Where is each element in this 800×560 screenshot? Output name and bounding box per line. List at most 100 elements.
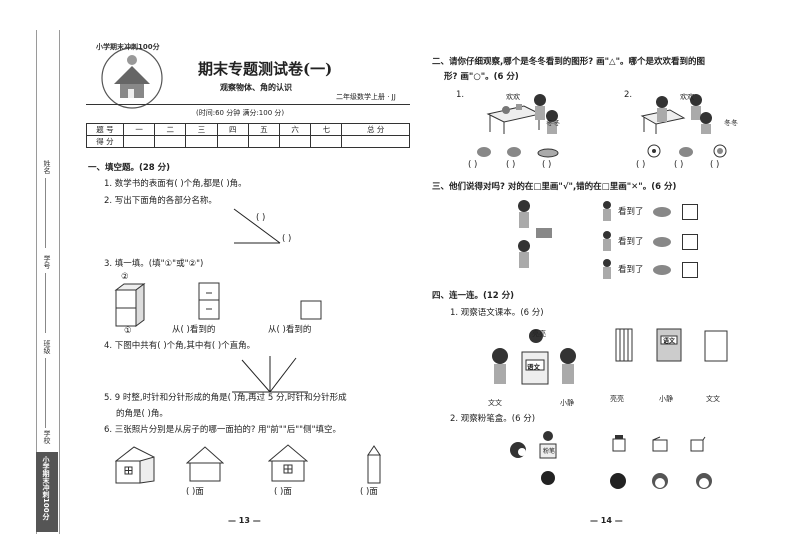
q5-line2: 的角是( )角。 [116,409,168,419]
s3-saw-2: 看到了 [618,237,644,247]
q3-from-2[interactable]: 从( )看到的 [268,325,312,335]
s4-q1-name-wenwen: 文文 [488,399,502,407]
section2-line1: 二、请你仔细观察,哪个是冬冬看到的图形? 画"△"。哪个是欢欢看到的图 [432,57,706,67]
binding-strip [36,30,60,534]
cabinet-top-view-icon [300,300,322,320]
book-back-view-icon [704,330,728,362]
page-number-left: — 13 — [228,516,261,525]
score-cell[interactable] [247,135,281,148]
cat-icon [653,207,671,217]
q3-marker-bottom: ① [124,326,132,336]
book-cover-label: 语文 [663,338,676,345]
s2-item-1: 1. [456,90,465,100]
class-line [45,358,46,428]
s4-q1-book-title: 语文 [527,363,540,371]
score-cell[interactable] [122,135,156,148]
children-with-book-icon [492,329,576,385]
title-rule [86,104,410,105]
q2-text: 2. 写出下面角的各部分名称。 [104,196,217,206]
s4-q1-name-xiaojing: 小静 [560,399,574,407]
book-cover-view-icon [656,328,682,362]
s4-q1-label-3: 文文 [706,395,720,403]
grade-label: 二年级数学上册 · JJ [336,93,396,101]
name-label: 姓名 [43,160,51,174]
s3-answer-box-2[interactable] [682,234,698,250]
s4-q1-name-liangliang: 亮亮 [532,330,546,338]
cabinet-3d-icon [114,283,146,327]
score-row-label: 题 号 [86,123,124,136]
book-spine-view-icon [615,328,633,362]
boy-icon [603,259,611,279]
class-label: 班级 [43,340,51,354]
s2-item-2: 2. [624,90,633,100]
s2-blank-6[interactable]: ( ) [710,160,720,170]
s2-name-huanhuan-1: 欢欢 [506,93,520,101]
s4-q1-label-1: 亮亮 [610,395,624,403]
q5-line1: 5. 9 时整,时针和分针形成的角是( )角,再过 5 分,时针和分针形成 [104,393,347,403]
section2-line2: 形? 画"○"。(6 分) [444,72,519,82]
angle-diagram [233,208,281,244]
s2-blank-1[interactable]: ( ) [468,160,478,170]
q6-text: 6. 三张照片分别是从房子的哪一面拍的? 用"前""后""侧"填空。 [104,425,341,435]
student-id-label: 学号 [43,255,51,269]
q3-from-1[interactable]: 从( )看到的 [172,325,216,335]
score-header: 四 [216,123,249,136]
bottom-logo: 小学期末冲刺100分 [36,452,58,532]
score-cell[interactable] [216,135,249,148]
s2-blank-5[interactable]: ( ) [674,160,684,170]
cat-icon [653,265,671,275]
s3-saw-1: 看到了 [618,207,644,217]
q2-blank-vertex[interactable]: ( ) [256,213,266,223]
score-cell[interactable] [341,135,410,148]
q1-text: 1. 数学书的表面有( )个角,都是( )角。 [104,179,247,189]
s3-answer-box-1[interactable] [682,204,698,220]
s4-q1-label-2: 小静 [659,395,673,403]
score-cell[interactable] [310,135,343,148]
s2-options-1-icons [477,147,559,158]
table-scene-icon [486,94,558,134]
page-title: 期末专题测试卷(一) [198,60,333,78]
q3-text: 3. 填一填。(填"①"或"②") [104,259,204,269]
chalk-box-open-icon [652,436,668,452]
s4-q2-text: 2. 观察粉笔盒。(6 分) [450,414,536,424]
score-header: 三 [185,123,218,136]
s3-answer-box-3[interactable] [682,262,698,278]
q6-blank-3[interactable]: ( )面 [360,487,378,497]
series-logo: 小学期末冲刺100分 [92,40,172,114]
s2-options-2-icons [647,144,727,158]
table-scene-icon [640,94,712,134]
score-header: 一 [122,123,156,136]
score-cell[interactable] [279,135,312,148]
cabinet-front-view-icon [198,282,220,320]
score-header: 六 [279,123,312,136]
score-header: 二 [154,123,187,136]
boy-icon [603,231,611,251]
s2-name-dongdong-2: 冬冬 [724,119,738,127]
s2-blank-4[interactable]: ( ) [636,160,646,170]
page-subtitle: 观察物体、角的认识 [220,83,292,92]
children-with-chalk-box-icon [510,431,557,485]
house-side-view-icon [367,445,381,484]
s2-blank-2[interactable]: ( ) [506,160,516,170]
s2-blank-3[interactable]: ( ) [542,160,552,170]
q6-blank-1[interactable]: ( )面 [186,487,204,497]
student-id-line [45,273,46,333]
q6-blank-2[interactable]: ( )面 [274,487,292,497]
q4-text: 4. 下图中共有( )个角,其中有( )个直角。 [104,341,256,351]
chalk-box-side-icon [612,435,626,452]
section4-heading: 四、连一连。(12 分) [432,291,515,301]
q3-marker-top: ② [121,272,129,282]
q2-blank-side[interactable]: ( ) [282,234,292,244]
school-label: 学校 [43,430,51,444]
boy-icon [603,201,611,221]
score-cell[interactable] [154,135,187,148]
s3-saw-3: 看到了 [618,265,644,275]
children-head-row-icon [610,473,712,489]
boy-and-cat-icon [518,200,552,268]
score-cell[interactable] [185,135,218,148]
house-3d-icon [114,446,155,484]
score-header: 七 [310,123,343,136]
cat-icon [653,237,671,247]
s2-name-huanhuan-2: 欢欢 [680,93,694,101]
name-line [45,178,46,248]
